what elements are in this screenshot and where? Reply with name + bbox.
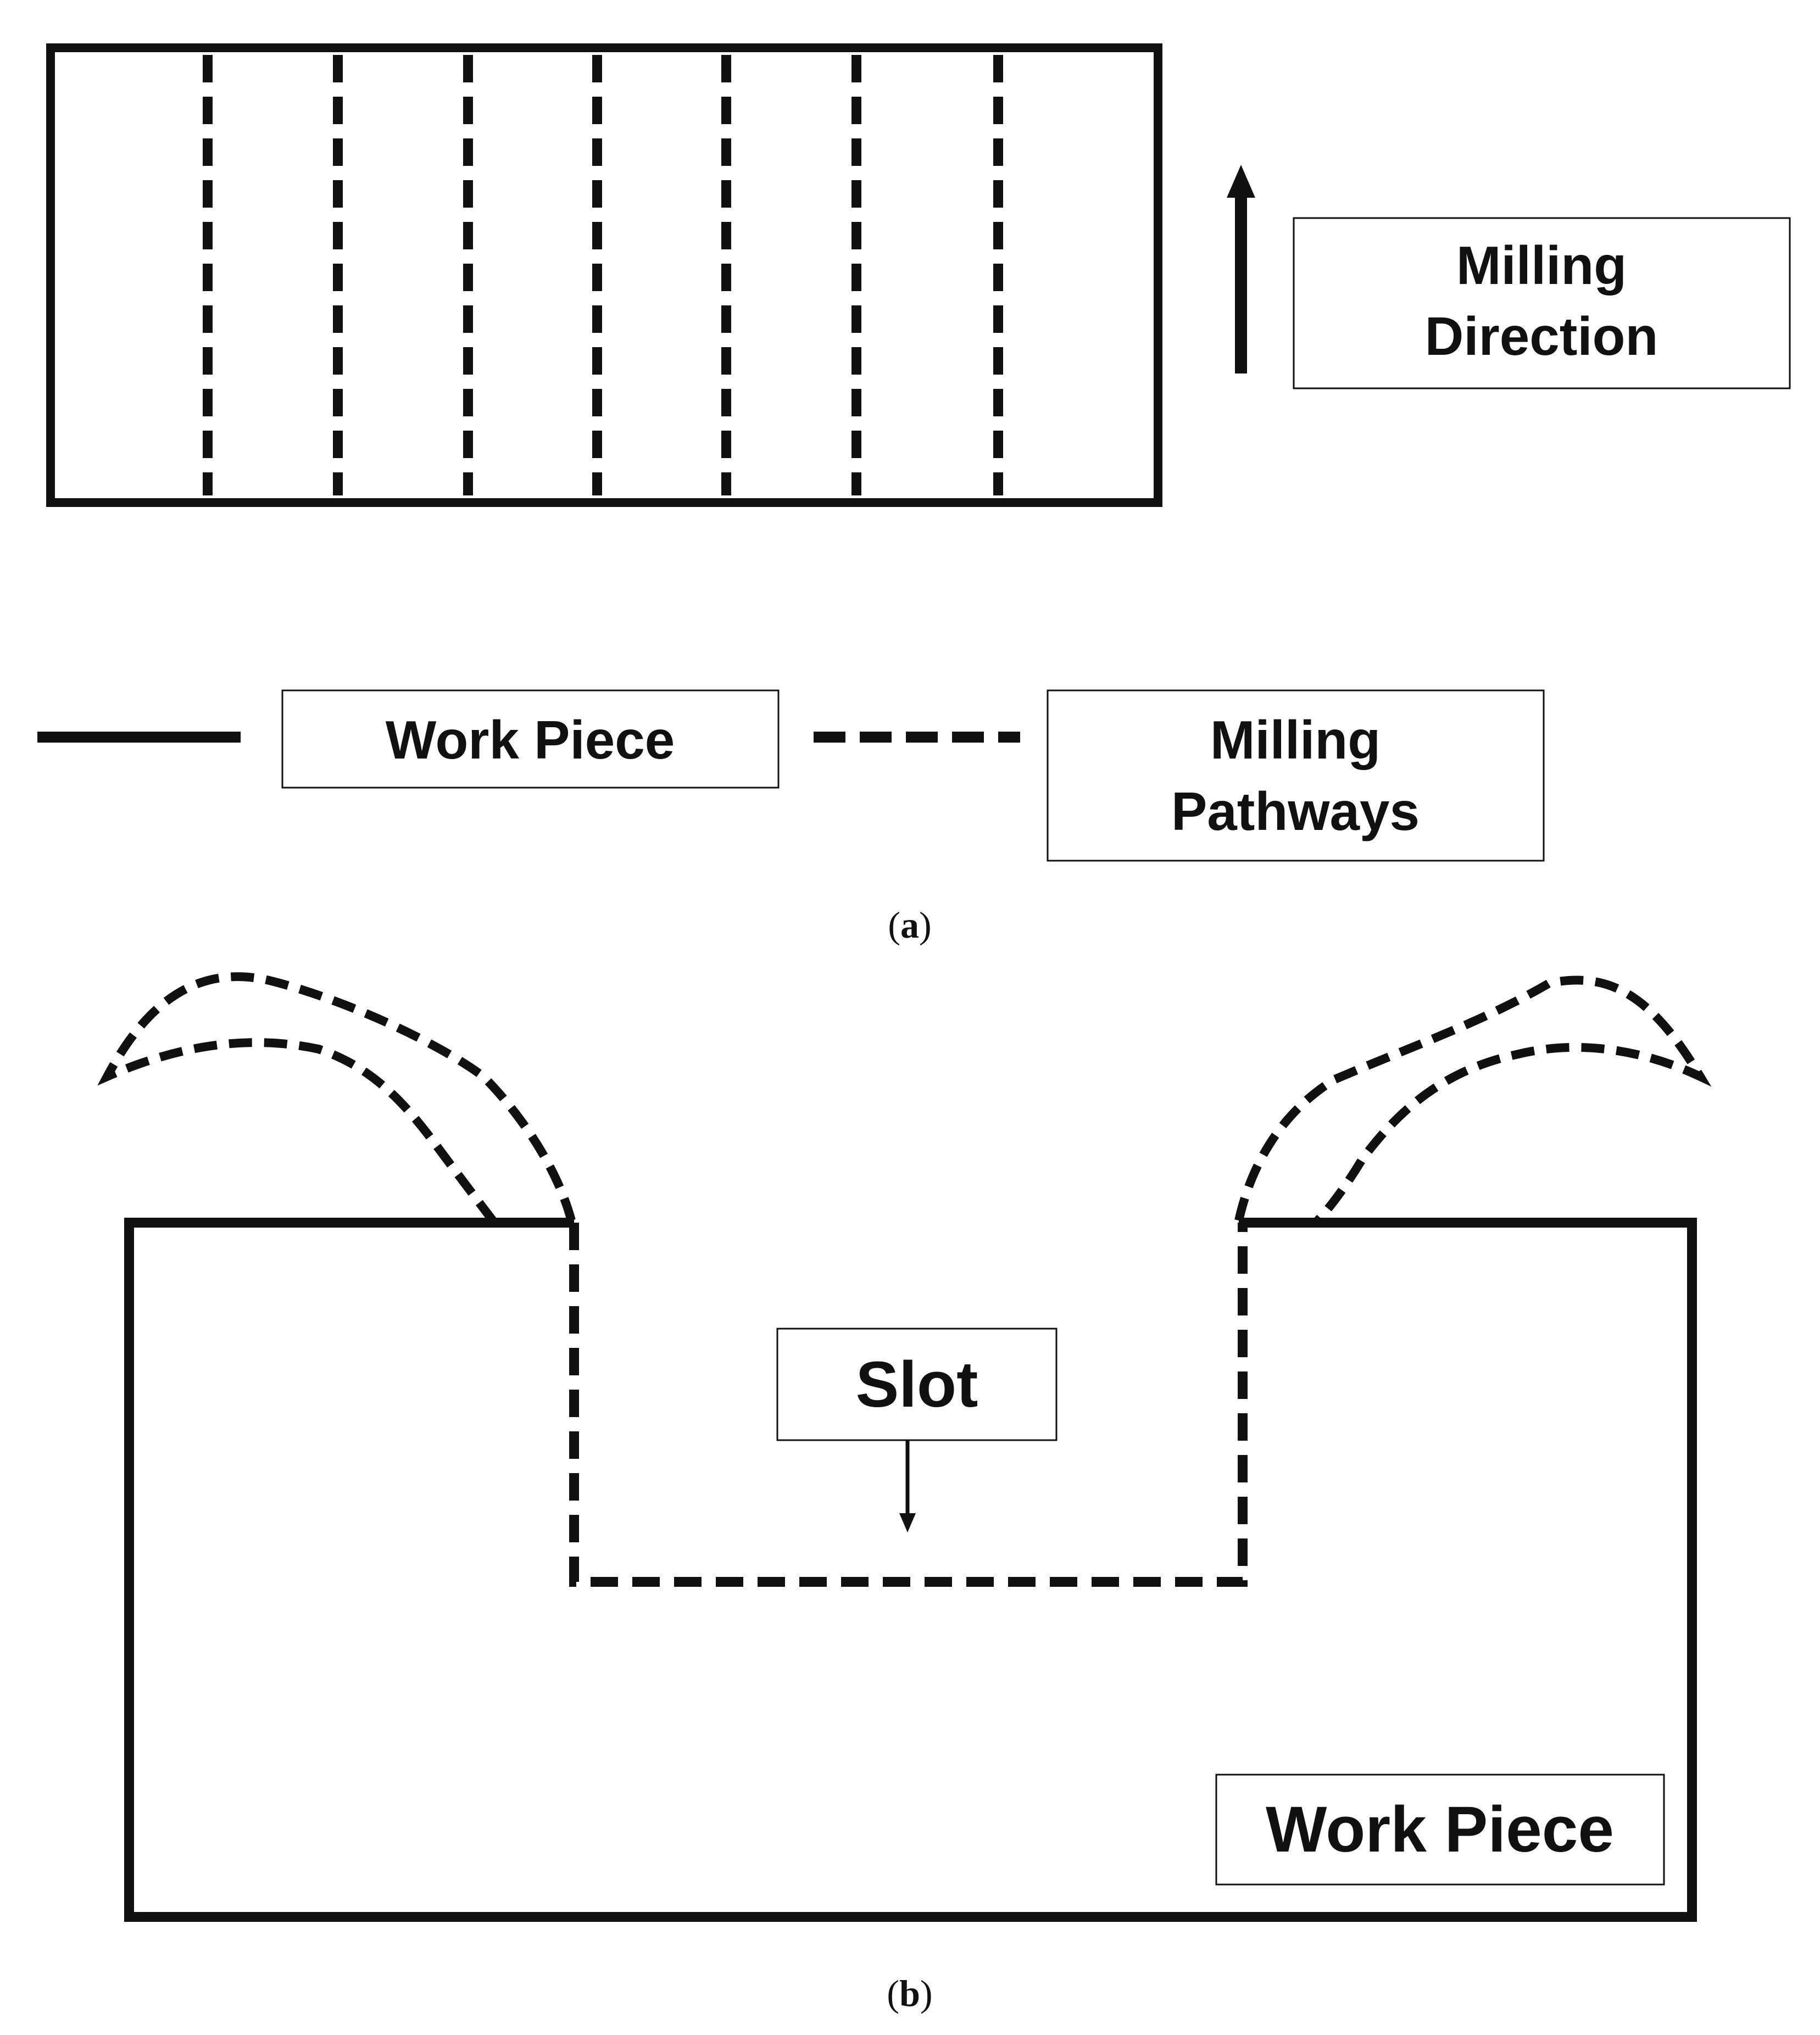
right-burr [1234,975,1712,1226]
slot-label-box [776,1328,1058,1441]
legend-milling-pathways-label-line2: Pathways [1171,781,1420,841]
milling-pathways [203,55,1003,495]
milling-direction-label-box [1293,217,1791,389]
panel-a: Milling Direction Work Piece Milling Pat… [37,43,1791,946]
slot-outline [569,1223,1248,1587]
milling-direction-label-line2: Direction [1425,306,1658,366]
slot-label: Slot [856,1348,978,1421]
panel-a-caption: (a) [888,904,931,946]
left-burr [97,972,576,1225]
panel-b: Slot Work Piece (b) [97,972,1712,2014]
legend-workpiece-label: Work Piece [386,710,675,770]
workpiece-top-view [46,43,1162,507]
workpiece-label: Work Piece [1266,1793,1614,1866]
workpiece-label-box [1215,1774,1665,1886]
panel-b-caption: (b) [887,1972,932,2014]
milling-direction-arrow [1227,165,1255,373]
workpiece-cross-section-outline [124,1218,1697,1922]
legend: Work Piece Milling Pathways [37,689,1545,862]
legend-workpiece-label-box [281,689,780,789]
milling-direction-label-line1: Milling [1456,235,1627,296]
legend-milling-pathways-label-line1: Milling [1210,710,1381,770]
legend-milling-pathways-label-box [1047,689,1545,862]
slot-arrow [899,1440,916,1532]
